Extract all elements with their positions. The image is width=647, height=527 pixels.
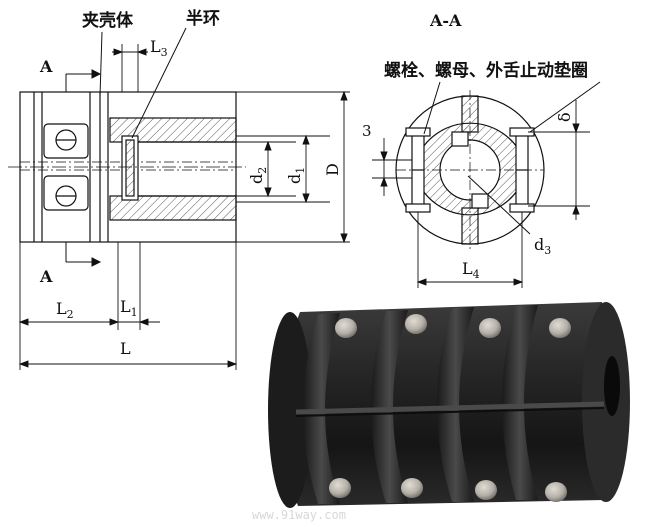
bolt-head xyxy=(545,482,567,502)
dim-d2-label: d2 xyxy=(247,167,269,184)
dim-d3-label: d3 xyxy=(534,235,551,257)
dim-L3-label: L3 xyxy=(150,37,168,59)
section-title: A-A xyxy=(429,11,462,30)
coupling-photo xyxy=(268,302,630,508)
dim-delta-label: δ xyxy=(555,112,574,122)
bolt-head xyxy=(549,318,571,338)
dim-L4-label: L4 xyxy=(462,259,480,281)
dim-L-label: L xyxy=(120,339,131,358)
bolt-head xyxy=(329,478,351,498)
dim-diameters xyxy=(236,90,350,244)
section-arrows xyxy=(65,69,102,267)
dim-L2-label: L2 xyxy=(56,299,74,321)
label-clamp-shell: 夹壳体 xyxy=(82,10,134,31)
dim-L3 xyxy=(112,44,148,92)
dim-d1-label: d1 xyxy=(285,167,307,184)
dim-lengths xyxy=(18,242,238,370)
bolt-head xyxy=(335,318,357,338)
dim-L1-label: L1 xyxy=(120,297,138,319)
section-mark-bottom: A xyxy=(39,267,53,286)
label-fasteners: 螺栓、螺母、外舌止动垫圈 xyxy=(384,60,588,81)
dim-L4 xyxy=(416,212,524,288)
dim-delta xyxy=(528,100,590,220)
section-view xyxy=(395,90,545,250)
bolt-head xyxy=(479,318,501,338)
dim-D-label: D xyxy=(323,163,342,176)
watermark: www.91way.com xyxy=(252,508,346,522)
side-view xyxy=(8,91,246,243)
bolt-head xyxy=(405,314,427,334)
section-mark-top: A xyxy=(39,57,53,76)
bolt-head xyxy=(401,478,423,498)
label-half-ring: 半环 xyxy=(186,8,220,29)
dim-3-label: 3 xyxy=(362,122,372,140)
bolt-head xyxy=(475,480,497,500)
dim-3 xyxy=(372,138,412,196)
